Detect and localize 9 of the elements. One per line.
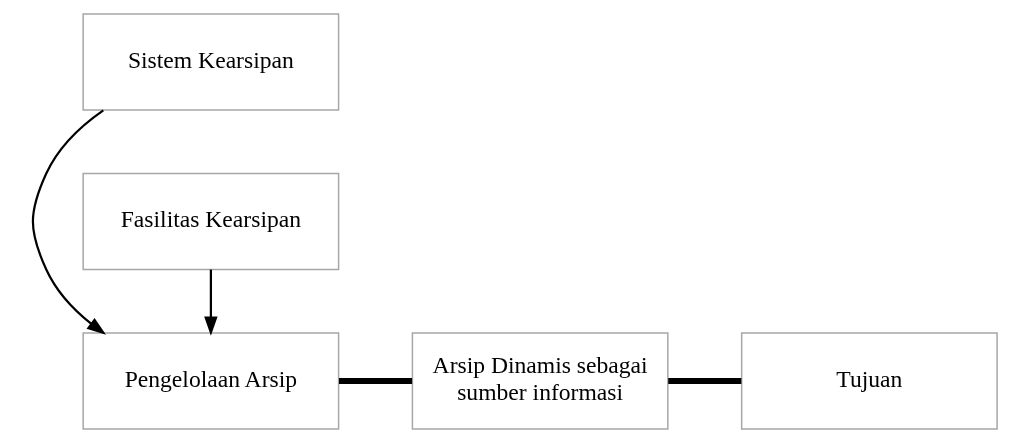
connector [338,378,412,384]
node-box: Fasilitas Kearsipan [81,172,339,271]
node-box: Pengelolaan Arsip [81,332,339,430]
connector [667,378,741,384]
node-box: Sistem Kearsipan [81,13,339,111]
node-box: Arsip Dinamis sebagai sumber informasi [411,332,669,430]
arrow [203,269,218,336]
node-box: Tujuan [740,332,998,430]
arrow [31,109,106,335]
